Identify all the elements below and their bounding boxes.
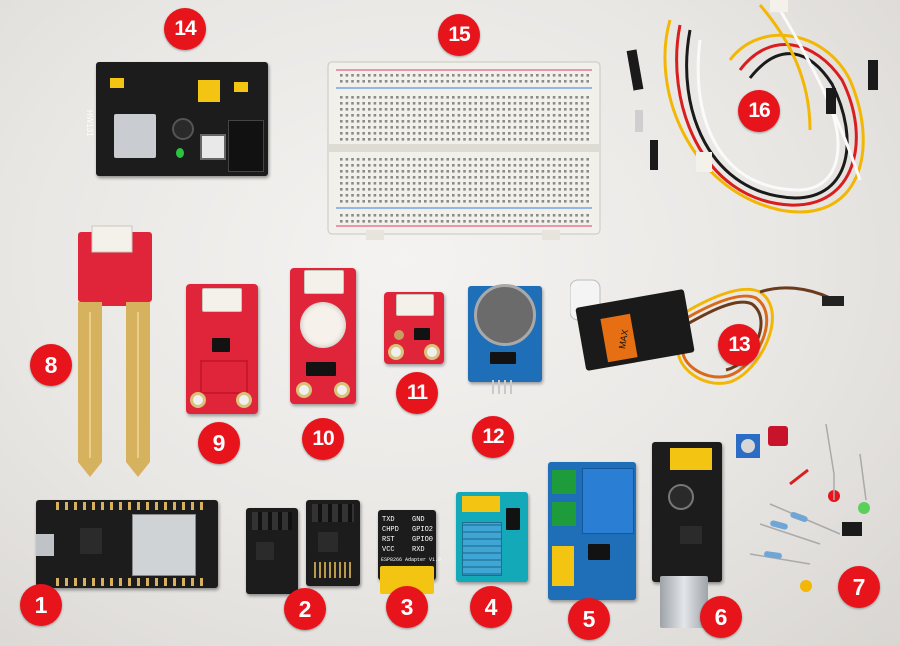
power-led	[176, 148, 184, 158]
badge-13: 13	[718, 324, 760, 366]
servo-motor: MAX	[569, 272, 850, 412]
misc-components	[730, 404, 900, 594]
photoresistor	[394, 330, 404, 340]
relay	[582, 468, 634, 534]
capacitor	[172, 118, 194, 140]
gas-sensor-mesh	[474, 284, 536, 346]
breadboard-drawing	[327, 61, 601, 240]
pin-label-rst: RST	[382, 536, 395, 544]
pin-header	[312, 504, 354, 522]
jumper-cap	[198, 80, 220, 102]
usb-esp01-programmer	[652, 442, 722, 582]
badge-15: 15	[438, 14, 480, 56]
badge-4: 4	[470, 586, 512, 628]
gas-sensor-module	[468, 284, 542, 394]
breadboard-power-module: HW131	[85, 62, 268, 176]
pin-header-bottom	[56, 578, 206, 586]
grove-connector	[202, 288, 242, 312]
grove-connector	[304, 270, 344, 294]
pir-lens	[300, 302, 346, 348]
misc-components-drawing	[736, 423, 870, 592]
ic-chip	[256, 542, 274, 560]
mount-hole	[334, 382, 350, 398]
servo-brand-label: MAX	[617, 329, 630, 350]
screw-terminal	[552, 470, 576, 494]
jumper-cap	[234, 82, 248, 92]
badge-9: 9	[198, 422, 240, 464]
badge-1: 1	[20, 584, 62, 626]
power-switch	[200, 134, 226, 160]
esp-module-shield	[132, 514, 196, 576]
ic-chip	[306, 362, 336, 376]
badge-6: 6	[700, 596, 742, 638]
esp01-module-a	[246, 508, 298, 594]
pin-label-gnd: GND	[412, 516, 425, 524]
usb-serial-chip	[80, 528, 102, 554]
ic-chip	[414, 328, 430, 340]
badge-8: 8	[30, 344, 72, 386]
pin-header	[252, 512, 292, 530]
micro-usb-port	[36, 534, 54, 556]
female-header	[462, 496, 500, 512]
nodemcu-board	[36, 500, 218, 588]
grove-connector	[396, 294, 434, 316]
dht11-sensor	[462, 522, 502, 576]
dc-jack	[228, 120, 264, 172]
mount-hole	[424, 344, 440, 360]
jumper-wire-bundle	[610, 0, 900, 240]
ic-chip	[318, 532, 338, 552]
touch-sensor-module	[186, 284, 258, 414]
pin-label-txd: TXD	[382, 516, 395, 524]
badge-16: 16	[738, 90, 780, 132]
pcb-antenna	[314, 562, 352, 578]
mount-hole	[388, 344, 404, 360]
pin-label-vcc: VCC	[382, 546, 395, 554]
ic-chip	[506, 508, 520, 530]
power-module-label: HW131	[85, 110, 94, 137]
usb-a-socket	[114, 114, 156, 158]
pir-sensor-module	[290, 268, 356, 404]
badge-10: 10	[302, 418, 344, 460]
badge-7: 7	[838, 566, 880, 608]
soil-moisture-sensor	[70, 222, 160, 478]
soil-sensor-drawing	[78, 225, 152, 477]
badge-14: 14	[164, 8, 206, 50]
ic-chip	[680, 526, 702, 544]
ic-chip	[490, 352, 516, 364]
jumper-wires-drawing	[626, 0, 878, 214]
badge-5: 5	[568, 598, 610, 640]
pin-header	[492, 380, 516, 394]
light-sensor-module	[384, 292, 444, 364]
female-header	[670, 448, 712, 470]
pin-label-chpd: CHPD	[382, 526, 399, 534]
mount-hole	[236, 392, 252, 408]
screw-terminal	[552, 502, 576, 526]
jumper-cap	[110, 78, 124, 88]
pin-header-top	[56, 502, 206, 510]
ic-chip	[212, 338, 230, 352]
badge-12: 12	[472, 416, 514, 458]
adapter-label: ESP8266 Adapter V1.0	[381, 557, 442, 563]
pin-label-gpio2: GPIO2	[412, 526, 434, 534]
badge-2: 2	[284, 588, 326, 630]
esp01-adapter: TXD CHPD RST VCC GND GPIO2 GPIO0 RXD ESP…	[378, 510, 441, 594]
mount-hole	[296, 382, 312, 398]
servo-drawing: MAX	[569, 279, 844, 385]
esp01-module-b	[306, 500, 360, 586]
pin-label-rxd: RXD	[412, 546, 425, 554]
touch-pad	[200, 360, 248, 394]
relay-module	[548, 462, 636, 600]
dht11-shield	[456, 492, 528, 582]
female-header	[552, 546, 574, 586]
breadboard	[326, 60, 602, 242]
capacitor	[668, 484, 694, 510]
mount-hole	[190, 392, 206, 408]
badge-3: 3	[386, 586, 428, 628]
pin-label-gpio0: GPIO0	[412, 536, 434, 544]
ic-chip	[588, 544, 610, 560]
badge-11: 11	[396, 372, 438, 414]
